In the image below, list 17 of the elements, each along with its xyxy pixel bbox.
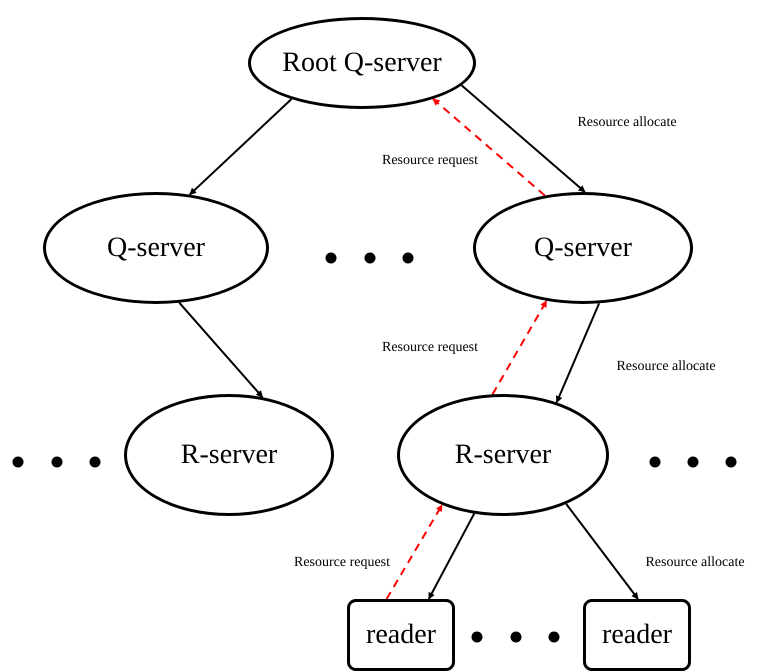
edge-label: Resource request xyxy=(292,555,392,571)
node-label: R-server xyxy=(454,439,552,471)
node-label: R-server xyxy=(180,439,278,471)
arrow xyxy=(386,504,443,600)
arrow xyxy=(565,503,639,600)
arrow xyxy=(460,84,586,193)
node-label: Q-server xyxy=(107,232,205,264)
arrow xyxy=(556,303,600,404)
edge-label: Resource request xyxy=(380,340,480,356)
arrow xyxy=(428,513,476,600)
node-label: reader xyxy=(602,619,672,651)
node-label: Root Q-server xyxy=(282,47,442,79)
edge-label: Resource request xyxy=(380,153,480,169)
reader-box xyxy=(583,599,691,671)
node-label: reader xyxy=(366,619,436,651)
node-label: Q-server xyxy=(534,232,632,264)
reader-box xyxy=(347,599,455,671)
